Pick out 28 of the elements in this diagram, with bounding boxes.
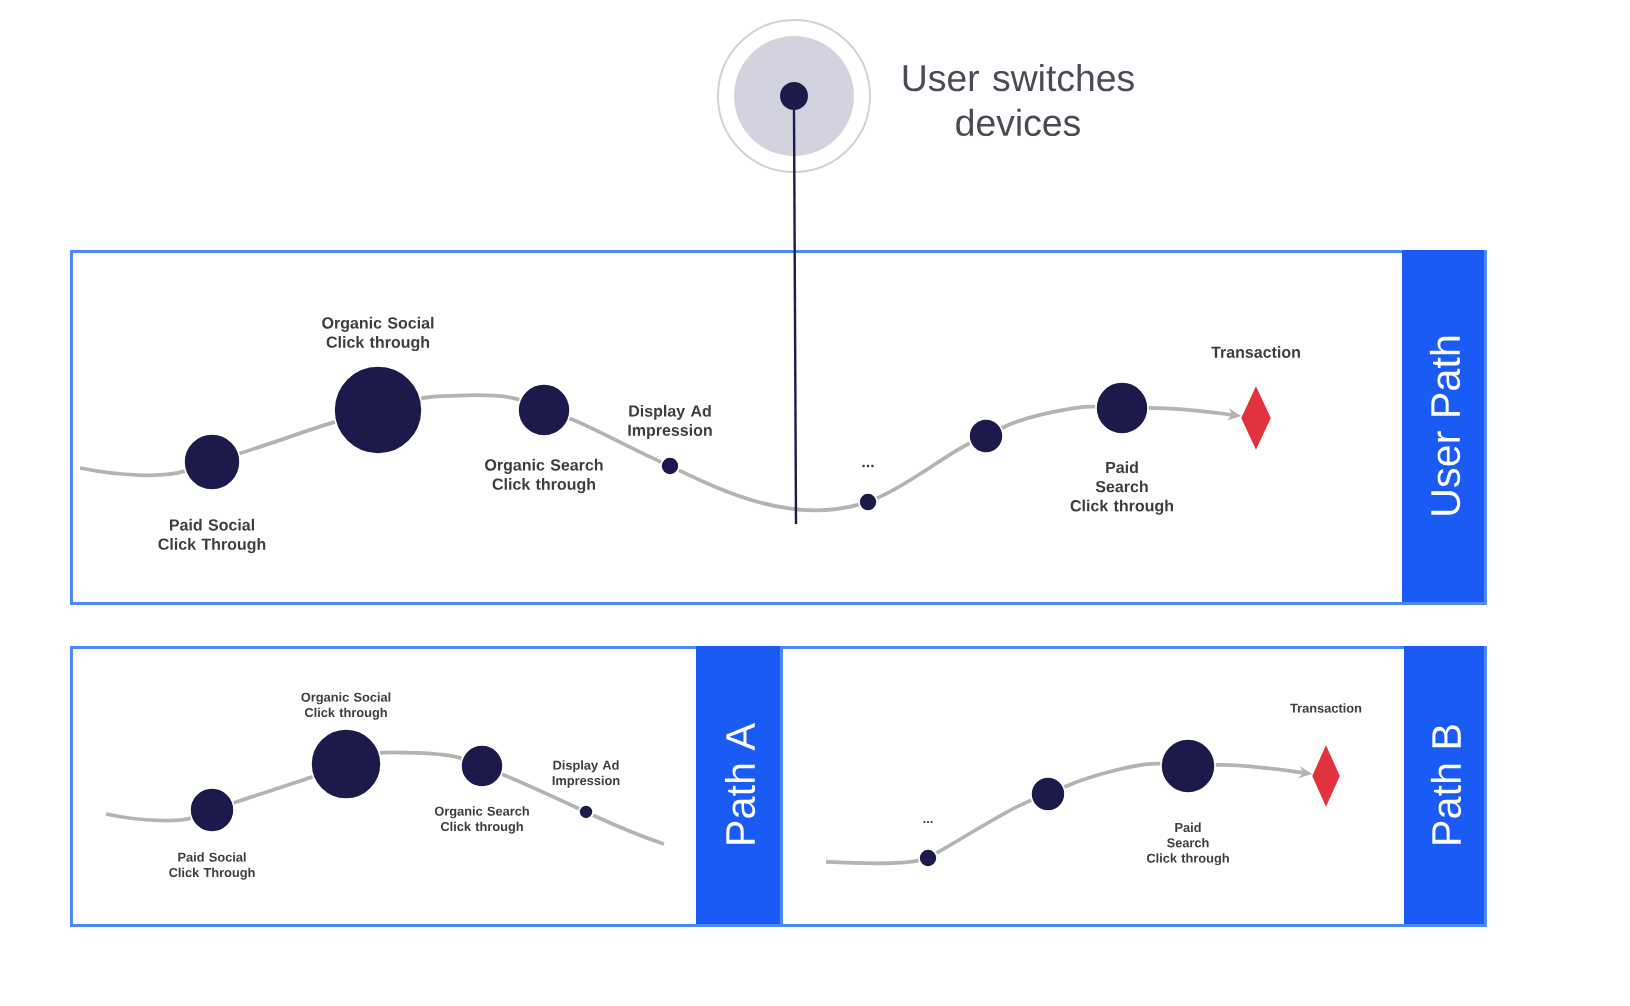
curve-line — [379, 750, 463, 761]
dot-label: Organic Search Click through — [485, 458, 603, 494]
curve-line — [568, 416, 662, 464]
side-tab: User Path — [1402, 250, 1484, 602]
dot — [968, 418, 1004, 454]
dot-label: Paid Search Click through — [1070, 461, 1173, 515]
curve-line — [876, 441, 971, 500]
curve-line — [79, 466, 186, 478]
side-tab: Path B — [1404, 646, 1484, 924]
curve-line — [238, 420, 336, 456]
curve-line — [105, 812, 192, 823]
side-tab: Path A — [696, 646, 780, 924]
curve-line — [825, 858, 919, 866]
dot-label: Paid Social Click Through — [158, 518, 266, 554]
dot-label: ... — [862, 464, 874, 468]
curve-line — [233, 774, 314, 805]
curve-line — [935, 798, 1032, 855]
dot-label: Display Ad Impression — [628, 404, 712, 440]
curve-line — [501, 772, 580, 811]
curve-line — [420, 393, 520, 402]
curve-line — [592, 813, 665, 846]
dot-label: Organic Social Click through — [322, 316, 434, 352]
curve-line — [678, 468, 859, 513]
curve-line — [1001, 404, 1096, 430]
dot — [1030, 776, 1066, 812]
marker-caption: User switches devices — [903, 63, 1134, 137]
curve-line — [1063, 761, 1161, 789]
dot-label: Transaction — [1211, 346, 1300, 358]
